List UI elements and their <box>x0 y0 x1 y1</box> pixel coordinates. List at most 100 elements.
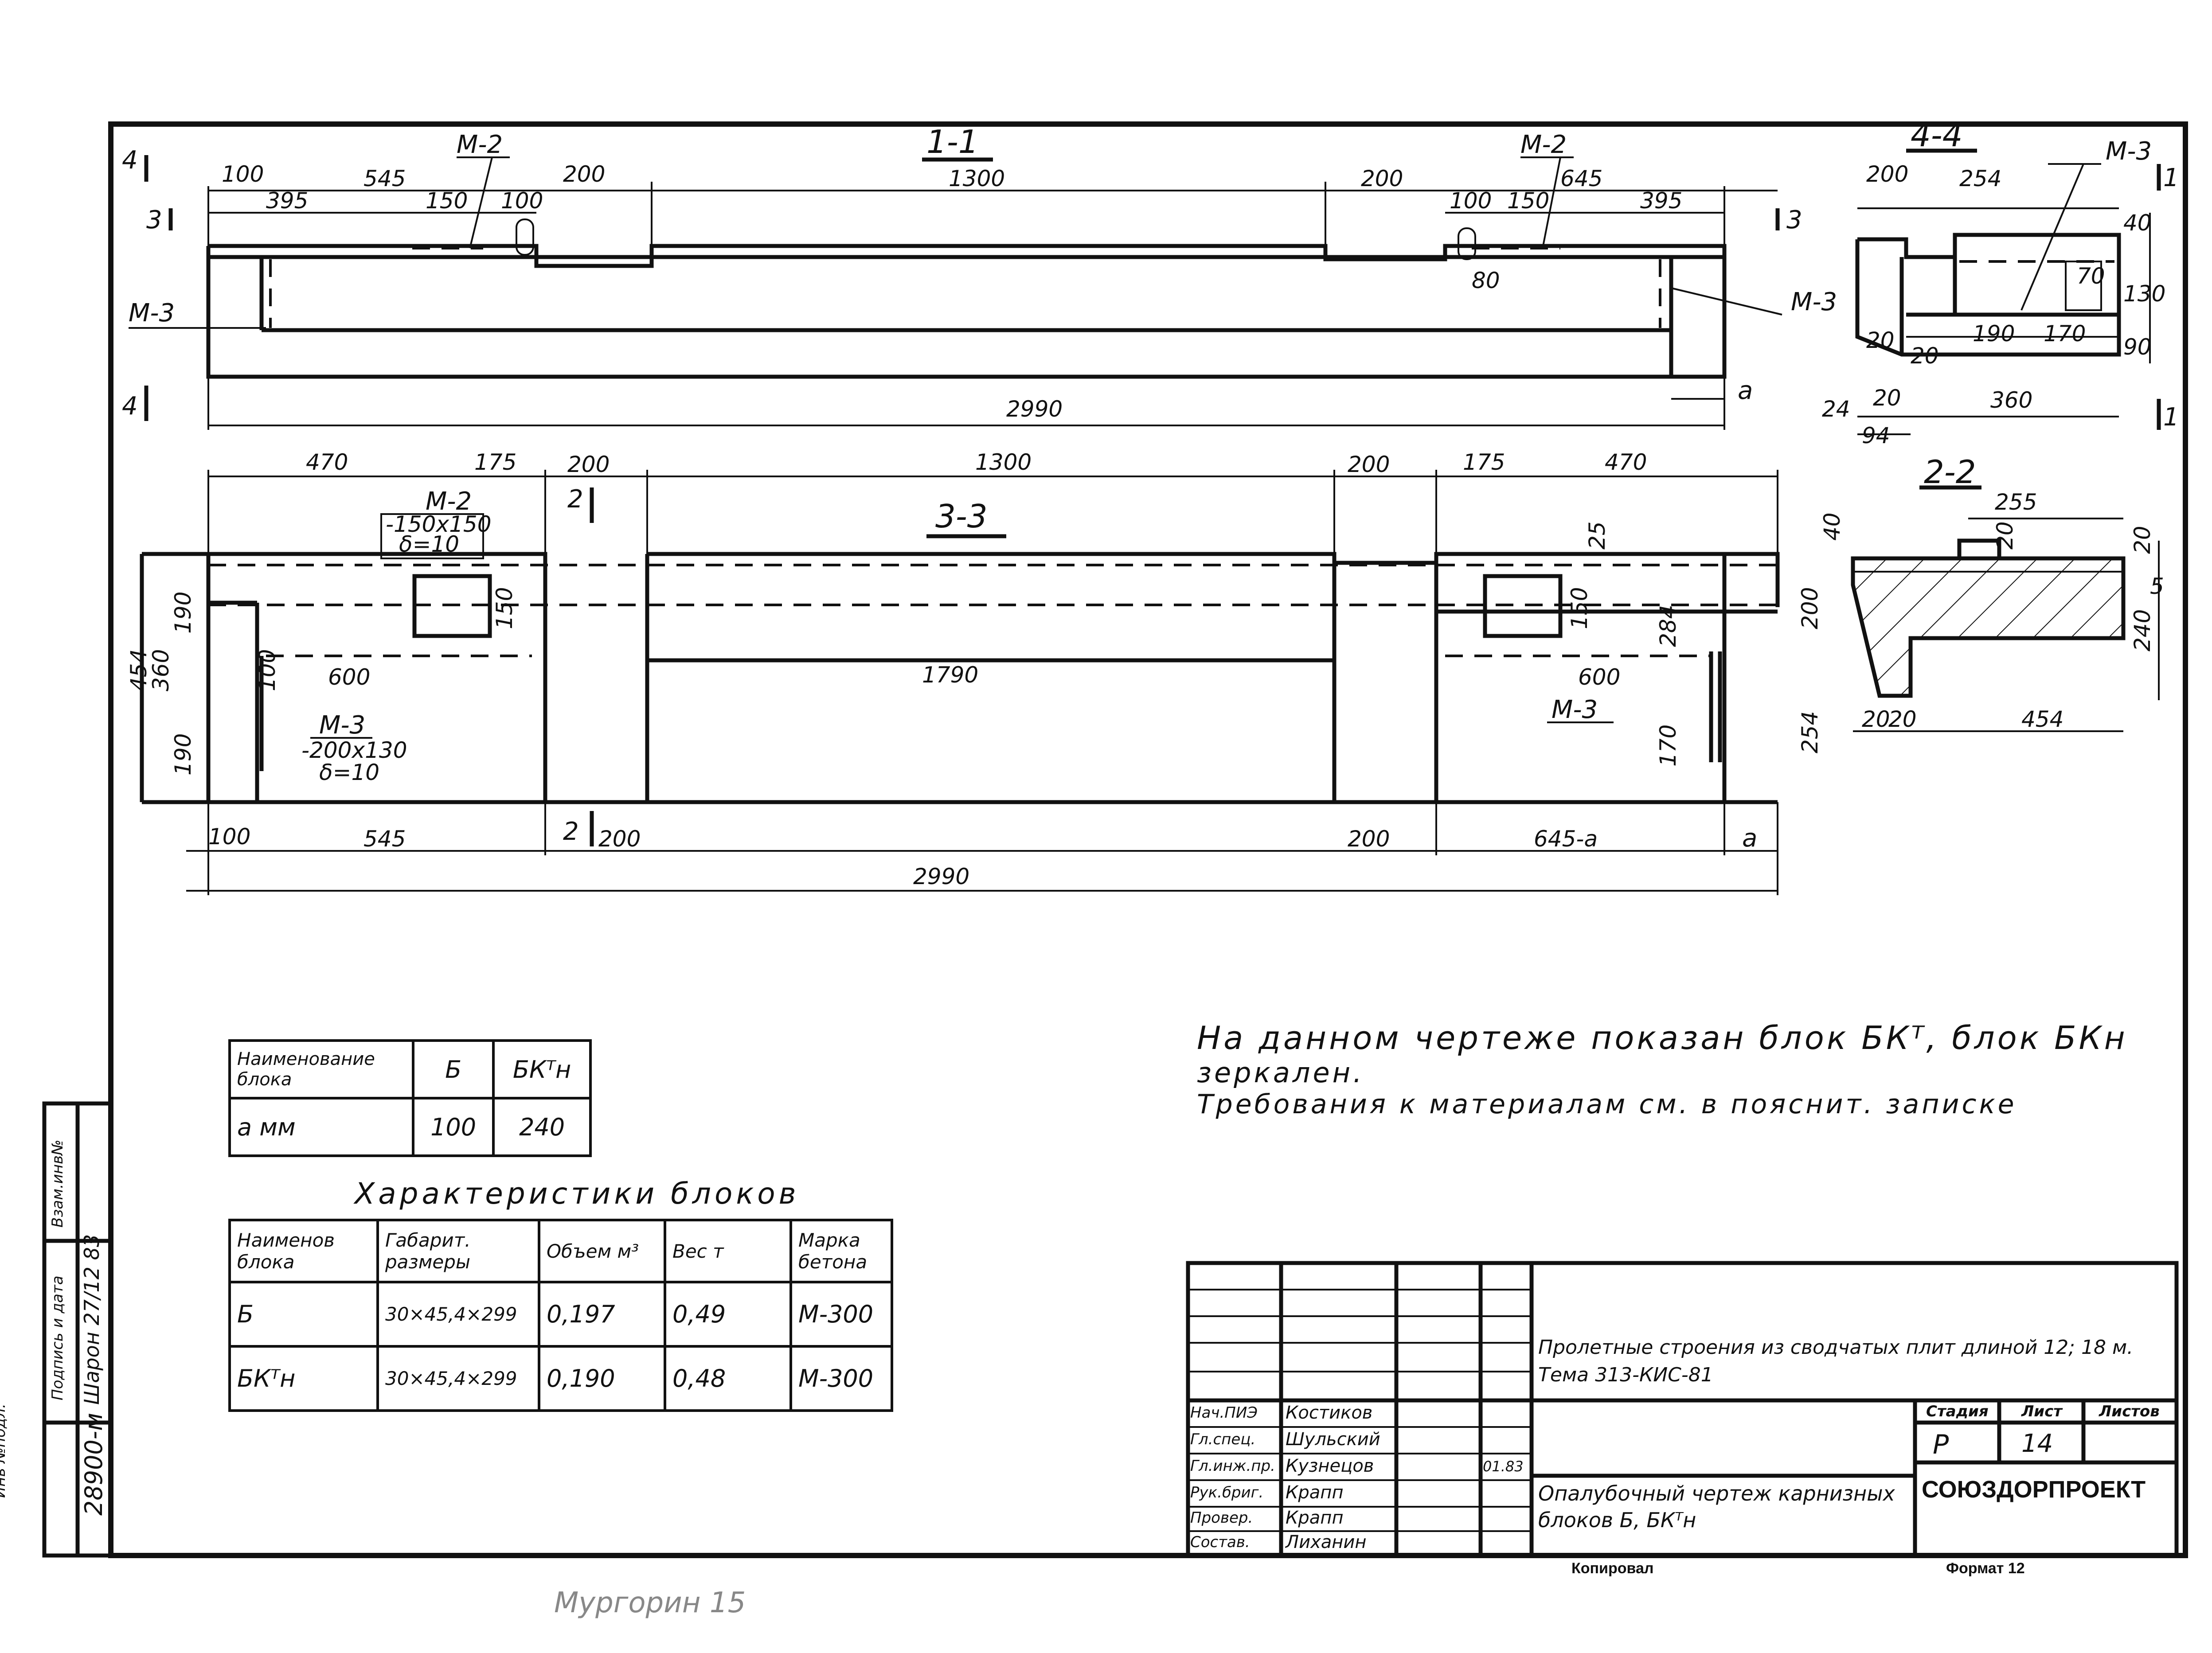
svg-text:470: 470 <box>1605 449 1647 475</box>
tb-role-5: Состав. <box>1190 1533 1250 1551</box>
side-sign-date: Подпись и дата <box>49 1275 66 1400</box>
svg-text:5: 5 <box>2150 573 2164 599</box>
svg-text:150: 150 <box>1567 587 1592 629</box>
svg-text:150: 150 <box>1507 188 1549 214</box>
svg-text:3-3: 3-3 <box>935 498 988 535</box>
note-line-2: зеркален. <box>1197 1057 1364 1089</box>
svg-text:360: 360 <box>148 649 174 691</box>
tb-name-0: Костиков <box>1286 1403 1373 1423</box>
table-row: Б 30×45,4×299 0,197 0,49 М-300 <box>228 1281 893 1348</box>
table-a-header-name: Наименование блока <box>228 1039 414 1099</box>
svg-text:a: a <box>1738 376 1753 405</box>
svg-text:3: 3 <box>146 206 162 234</box>
svg-text:545: 545 <box>363 166 406 191</box>
svg-text:20: 20 <box>1911 343 1939 369</box>
svg-text:255: 255 <box>1995 489 2037 515</box>
svg-text:1790: 1790 <box>922 662 978 688</box>
svg-text:200: 200 <box>1348 452 1390 477</box>
svg-text:645-a: 645-a <box>1534 826 1598 852</box>
svg-text:20: 20 <box>1888 706 1917 732</box>
tb-role-0: Нач.ПИЭ <box>1190 1404 1258 1422</box>
section-4-4-outline <box>1855 233 2121 357</box>
view-1-1: 1-1 100 545 200 1300 200 645 395 150 10 <box>122 123 1837 430</box>
svg-text:1300: 1300 <box>949 166 1005 191</box>
char-header-volume: Объем м³ <box>538 1219 666 1283</box>
svg-text:1: 1 <box>2163 403 2179 432</box>
svg-text:454: 454 <box>2021 706 2063 732</box>
svg-text:2990: 2990 <box>913 864 969 889</box>
tb-format: Формат 12 <box>1946 1560 2025 1577</box>
side-inv-orig: Инв №подл. <box>0 1403 9 1498</box>
svg-text:395: 395 <box>266 188 308 214</box>
svg-text:200: 200 <box>1361 166 1403 191</box>
svg-text:80: 80 <box>1472 268 1500 293</box>
tb-stage: Р <box>1933 1429 1949 1460</box>
svg-text:δ=10: δ=10 <box>319 760 379 785</box>
general-note: На данном чертеже показан блок БКᵀ, блок… <box>1197 1019 2128 1120</box>
char-header-concrete: Марка бетона <box>789 1219 893 1283</box>
svg-text:2: 2 <box>563 817 579 846</box>
title-block <box>1186 1261 2179 1558</box>
char-header-dims: Габарит. размеры <box>376 1219 540 1283</box>
svg-text:90: 90 <box>2123 334 2152 360</box>
svg-text:200: 200 <box>598 826 641 852</box>
svg-text:470: 470 <box>306 449 348 475</box>
svg-text:240: 240 <box>2130 609 2155 651</box>
side-signature: Шарон 27/12 83 <box>80 1234 104 1405</box>
svg-text:20: 20 <box>1992 521 2018 550</box>
svg-text:a: a <box>1742 824 1757 853</box>
view-3-3: 3-3 470 175 200 1300 <box>126 449 1823 895</box>
tb-stage-label: Стадия <box>1926 1403 1989 1420</box>
tb-sheet-title: Опалубочный чертеж карнизных блоков Б, Б… <box>1538 1481 1895 1532</box>
svg-text:70: 70 <box>2077 263 2105 289</box>
svg-text:200: 200 <box>563 161 605 187</box>
tb-project: Пролетные строения из сводчатых плит дли… <box>1538 1336 2134 1386</box>
svg-text:100: 100 <box>222 161 264 187</box>
svg-text:200: 200 <box>1348 826 1390 852</box>
svg-text:3: 3 <box>1786 206 1802 234</box>
svg-text:4: 4 <box>122 392 138 421</box>
note-line-3: Требования к материалам см. в пояснит. з… <box>1197 1089 2017 1120</box>
svg-text:600: 600 <box>328 664 370 690</box>
svg-text:4: 4 <box>122 146 138 175</box>
svg-text:20: 20 <box>1862 706 1890 732</box>
tb-role-1: Гл.спец. <box>1190 1431 1256 1448</box>
tb-sheets-label: Листов <box>2099 1403 2160 1420</box>
tb-organization: СОЮЗДОРПРОЕКТ <box>1922 1476 2146 1503</box>
table-a-header-bk: БКᵀн <box>492 1039 592 1099</box>
svg-text:200: 200 <box>1797 587 1823 629</box>
svg-text:94: 94 <box>1862 423 1890 448</box>
tb-name-2: Кузнецов <box>1286 1456 1374 1476</box>
view-4-4: 4-4 200 254 190 170 360 94 24 20 20 20 7… <box>1822 117 2179 448</box>
svg-text:1300: 1300 <box>975 449 1032 475</box>
view-1-1-title: 1-1 <box>926 123 979 160</box>
svg-text:-200x130: -200x130 <box>301 737 407 763</box>
svg-text:100: 100 <box>501 188 543 214</box>
side-inv-number: 28900-м <box>80 1412 108 1516</box>
tb-name-4: Крапп <box>1286 1508 1344 1528</box>
tb-name-3: Крапп <box>1286 1482 1344 1503</box>
note-line-1: На данном чертеже показан блок БКᵀ, блок… <box>1197 1019 2128 1057</box>
table-char-caption: Характеристики блоков <box>355 1177 800 1211</box>
svg-text:2990: 2990 <box>1006 396 1063 422</box>
svg-text:190: 190 <box>170 733 196 776</box>
svg-text:1: 1 <box>2163 164 2179 192</box>
tb-sheet: 14 <box>2021 1429 2053 1458</box>
tb-date: 01.83 <box>1483 1458 1524 1475</box>
svg-text:100: 100 <box>254 649 280 691</box>
svg-text:M-3: M-3 <box>2106 137 2152 166</box>
svg-text:25: 25 <box>1584 521 1610 550</box>
table-characteristics: Наименов блока Габарит. размеры Объем м³… <box>228 1219 893 1412</box>
table-a-row-bk: 240 <box>492 1097 592 1157</box>
table-row: БКᵀн 30×45,4×299 0,190 0,48 М-300 <box>228 1345 893 1412</box>
tb-name-5: Лиханин <box>1286 1532 1367 1552</box>
char-header-name: Наименов блока <box>228 1219 379 1283</box>
side-inv-swap: Взам.инв№ <box>49 1139 66 1228</box>
svg-text:100: 100 <box>208 824 250 850</box>
svg-text:254: 254 <box>1797 711 1823 753</box>
svg-text:M-3: M-3 <box>129 299 175 327</box>
svg-text:40: 40 <box>1819 512 1845 541</box>
svg-text:645: 645 <box>1560 166 1602 191</box>
svg-text:M-2: M-2 <box>457 130 503 159</box>
svg-text:284: 284 <box>1655 605 1681 647</box>
